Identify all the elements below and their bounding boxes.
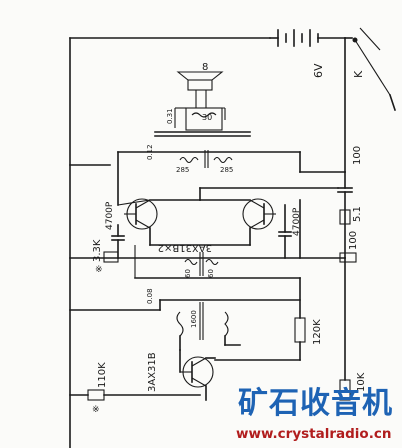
trans-center-b-label: 60 bbox=[207, 269, 215, 278]
switch-label: K bbox=[352, 70, 365, 78]
trans-center-a-label: 60 bbox=[184, 269, 192, 278]
res-bottom-mark: ※ bbox=[92, 405, 100, 415]
push-pull-wiring bbox=[149, 199, 251, 246]
watermark: 矿石收音机 www.crystalradio.cn bbox=[228, 388, 400, 446]
transistor-driver-label: 3AX31B bbox=[147, 352, 158, 392]
res-left bbox=[103, 251, 119, 263]
driver-right-turns-label: 285 bbox=[220, 166, 233, 174]
transistor-pair-label: 3AX31B×2 bbox=[158, 242, 212, 253]
power-rails bbox=[69, 37, 346, 448]
driver-left-turns-label: 285 bbox=[176, 166, 189, 174]
centre-transformer bbox=[134, 245, 301, 279]
cap-right bbox=[278, 204, 292, 259]
res-mid bbox=[339, 252, 357, 263]
speaker-tap-label: 30 bbox=[202, 113, 212, 122]
cap-right-label: 4700P bbox=[292, 207, 302, 236]
res-left-label: 3.3K bbox=[92, 239, 103, 262]
driver-transformer bbox=[117, 150, 301, 206]
res-left-mark: ※ bbox=[95, 265, 103, 275]
interstage-transformer bbox=[159, 299, 301, 351]
cap-top-label: 100 bbox=[352, 146, 363, 165]
watermark-title: 矿石收音机 bbox=[238, 386, 393, 421]
res-mid-label: 100 bbox=[348, 231, 359, 250]
transistor-left bbox=[117, 198, 158, 230]
res-bottom bbox=[87, 389, 105, 401]
battery-symbol bbox=[269, 29, 346, 47]
speaker-impedance-label: 8 bbox=[202, 62, 208, 73]
inter-turns-label: 1600 bbox=[190, 310, 198, 328]
watermark-url: www.crystalradio.cn bbox=[236, 426, 392, 442]
res-bottom-right-label: 10K bbox=[356, 372, 367, 392]
transistor-driver bbox=[179, 349, 216, 401]
cap-left-label: 4700P bbox=[105, 201, 115, 230]
res-bias-label: 120K bbox=[312, 319, 323, 345]
res-top-label: 5.1 bbox=[352, 206, 363, 222]
feedback-branch bbox=[199, 37, 353, 259]
output-primary-label: 0.31 bbox=[166, 108, 174, 124]
res-bottom-label: 110K bbox=[97, 362, 108, 388]
battery-label: 6V bbox=[312, 63, 325, 78]
transistor-right bbox=[242, 198, 276, 230]
switch-symbol bbox=[344, 27, 397, 112]
res-bottom-right bbox=[339, 379, 351, 401]
inter-core-label: 0.08 bbox=[146, 288, 154, 304]
res-bias bbox=[214, 277, 306, 361]
output-transformer bbox=[154, 107, 251, 137]
